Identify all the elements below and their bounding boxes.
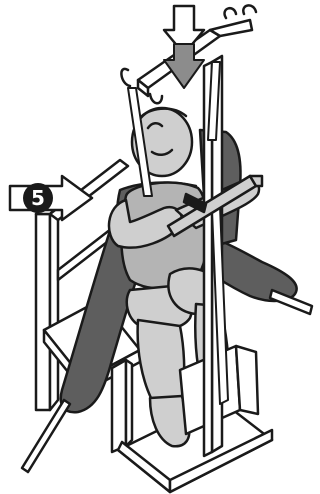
circled-number-icon: 5 (23, 183, 53, 213)
step-number: 5 (31, 186, 45, 210)
